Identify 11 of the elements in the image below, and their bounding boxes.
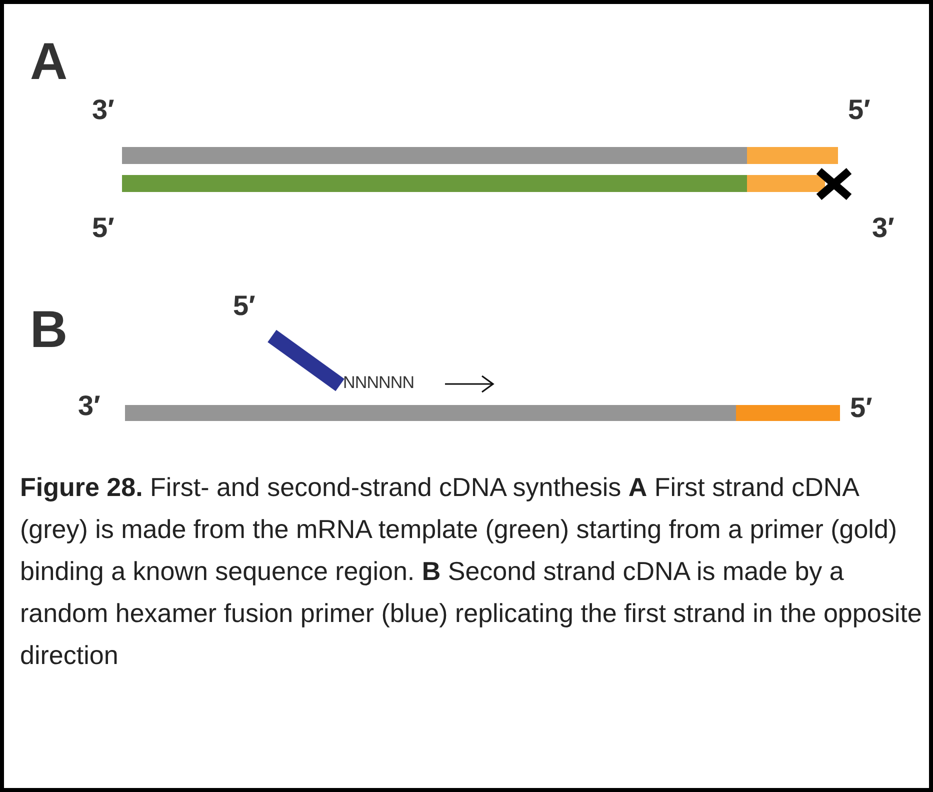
strand-end-label: 5′ <box>92 214 114 242</box>
strand-end-label: 3′ <box>872 214 894 242</box>
panel-letter: B <box>30 304 68 356</box>
strand-end-label: 5′ <box>850 394 872 422</box>
strand-end-label: 3′ <box>78 392 100 420</box>
strand-end-label: 5′ <box>848 96 870 124</box>
panel-letter: A <box>30 36 68 88</box>
strand-end-label: 3′ <box>92 96 114 124</box>
strand-end-label: 5′ <box>233 292 256 320</box>
figure-caption: Figure 28. First- and second-strand cDNA synthesis A First strand cDNA (grey) is made from the mRNA template (green) starting from a primer (gold) binding a known sequence region. B Second strand cDNA is made by a random hexamer fusion primer (blue) replicating the first strand in the opposite direction <box>20 471 923 672</box>
sequence-label: NNNNNN <box>343 374 414 391</box>
